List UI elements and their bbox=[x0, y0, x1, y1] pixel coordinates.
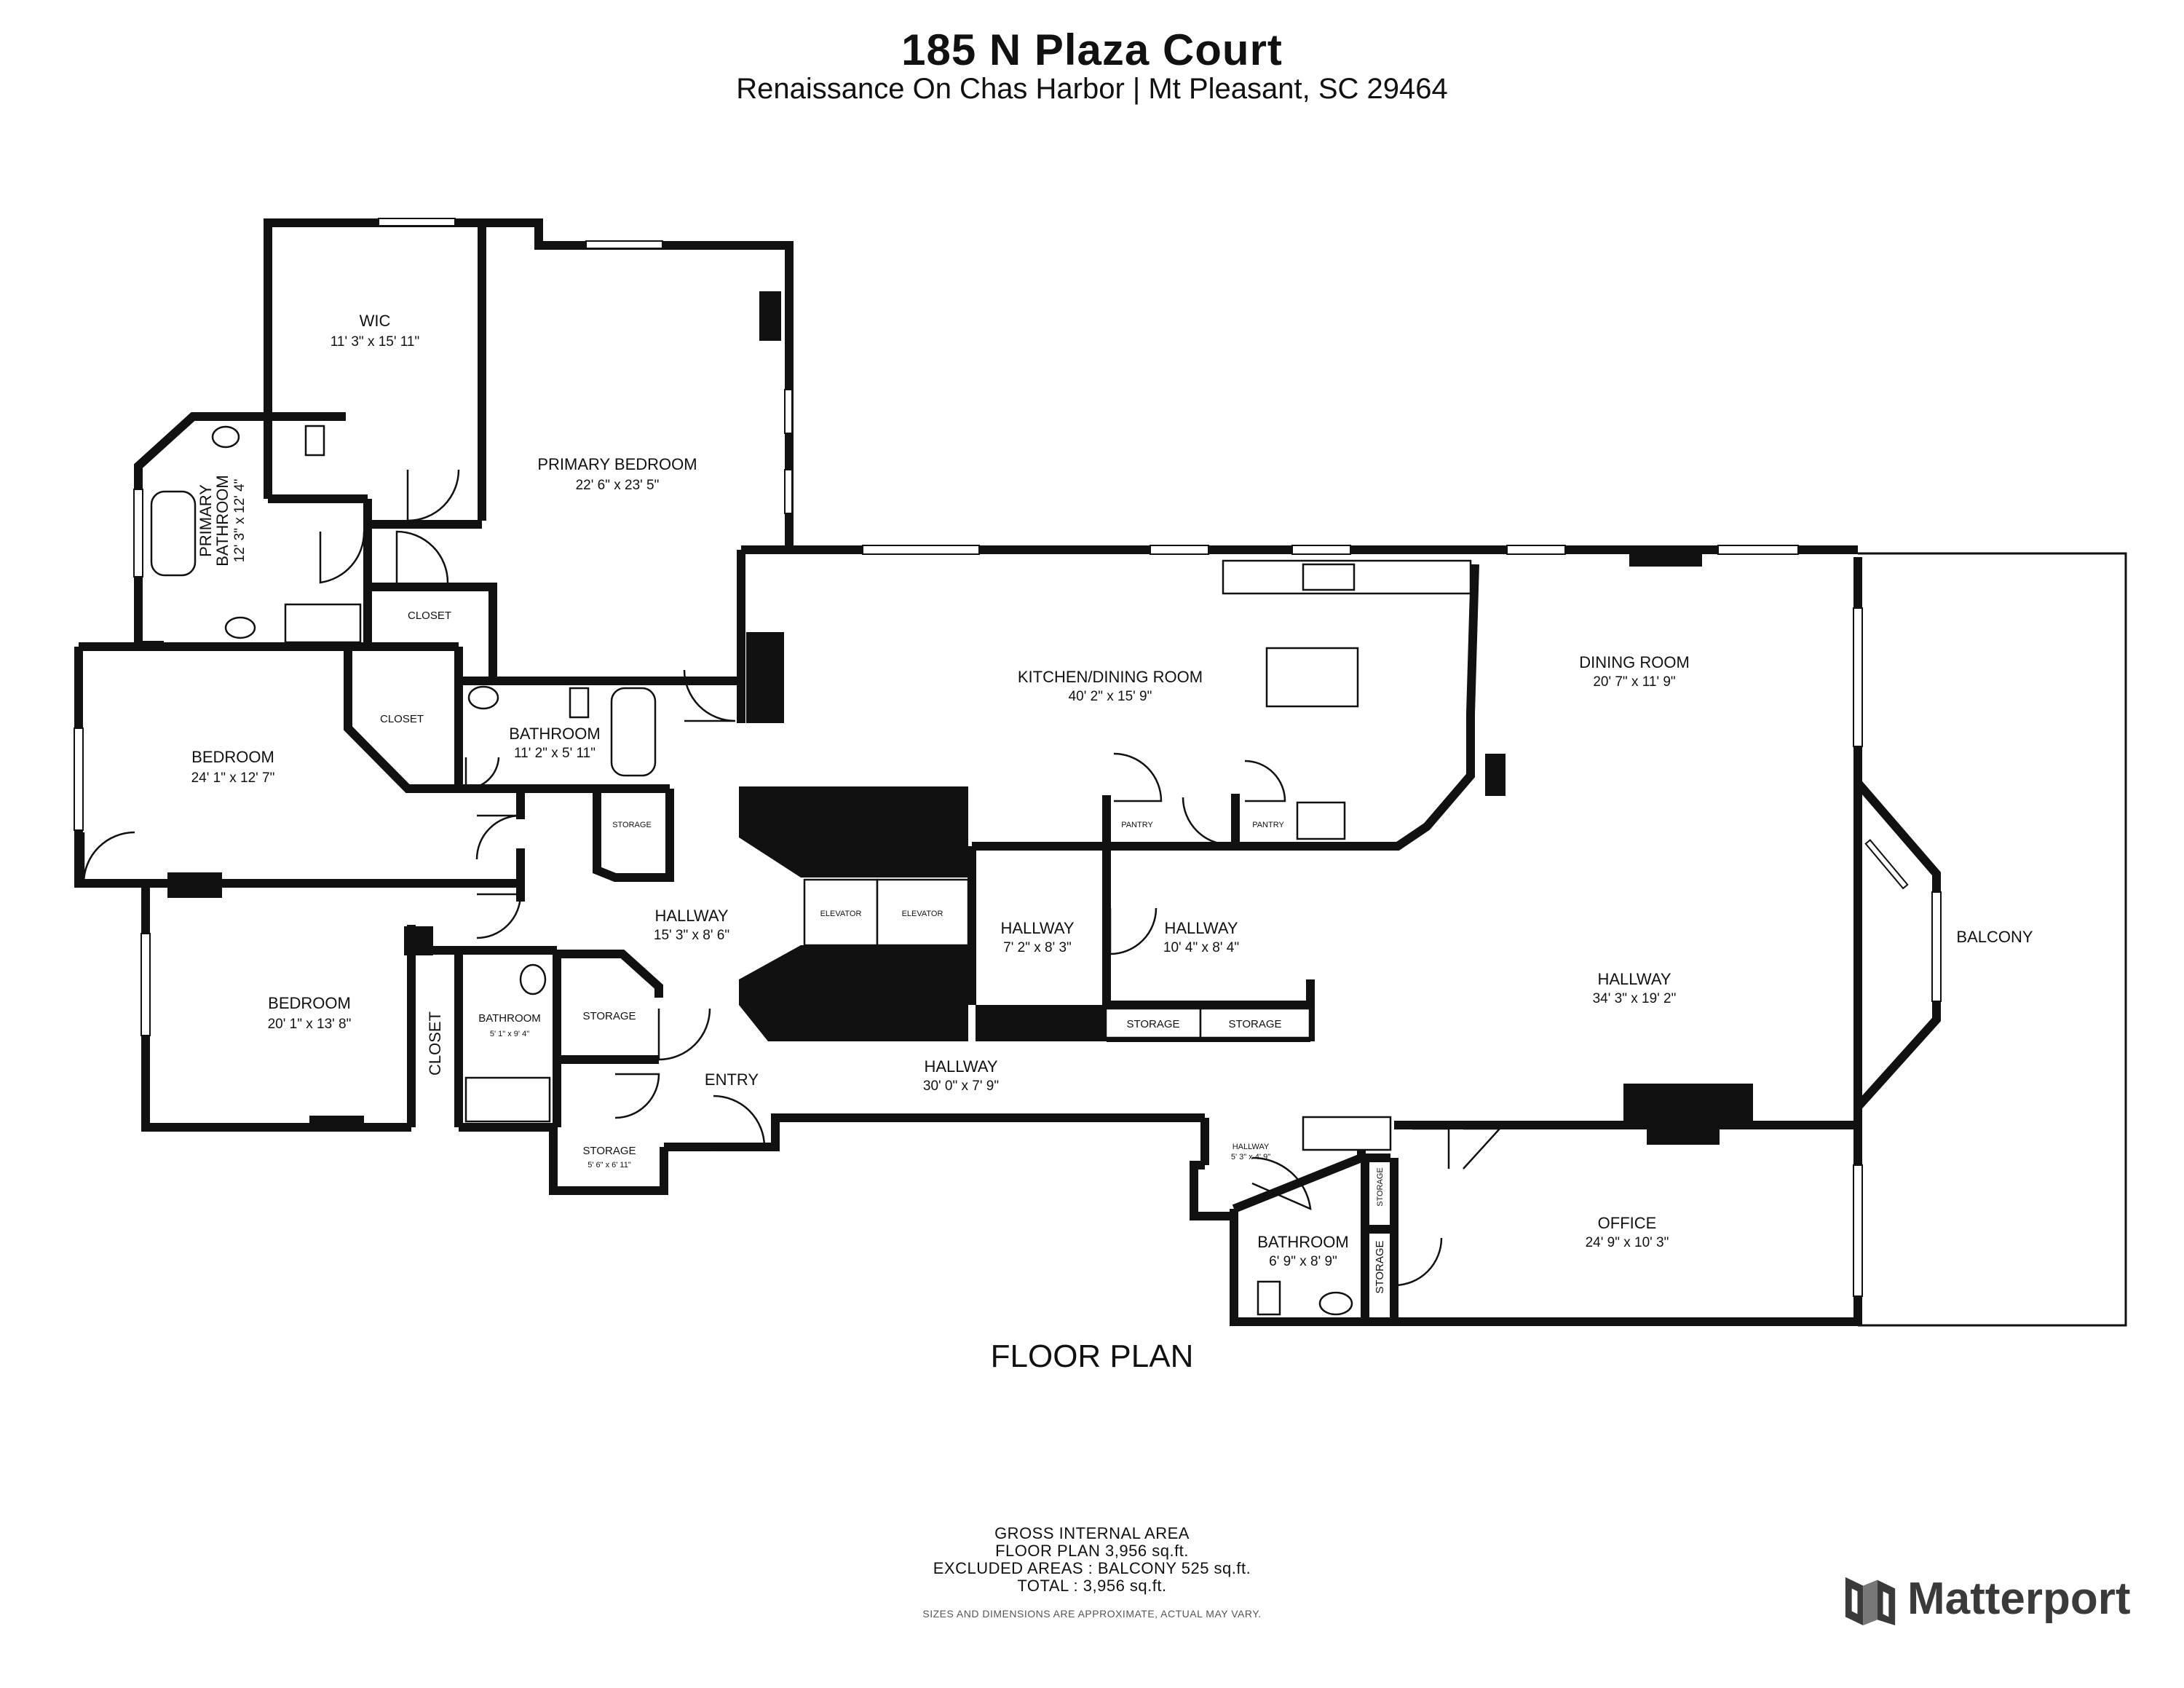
room-storage-5-name: STORAGE bbox=[1228, 1018, 1281, 1030]
room-hallway-6-name: HALLWAY bbox=[1233, 1143, 1270, 1151]
room-bathroom-1-name: BATHROOM bbox=[509, 725, 600, 743]
room-bedroom-2-dim: 20' 1" x 13' 8" bbox=[268, 1017, 352, 1032]
room-pantry-1-name: PANTRY bbox=[1121, 821, 1153, 829]
matterport-logo-icon bbox=[1845, 1577, 1896, 1626]
room-storage-3-dim: 5' 6" x 6' 11" bbox=[587, 1161, 631, 1170]
room-primary-bedroom-name: PRIMARY BEDROOM bbox=[537, 455, 697, 473]
room-bathroom-3-name: BATHROOM bbox=[1257, 1233, 1348, 1251]
room-storage-4-name: STORAGE bbox=[1126, 1018, 1179, 1030]
room-labels: WIC 11' 3" x 15' 11" PRIMARY BEDROOM 22'… bbox=[191, 312, 2033, 1294]
room-kitchen-dining-name: KITCHEN/DINING ROOM bbox=[1018, 668, 1203, 686]
room-office-dim: 24' 9" x 10' 3" bbox=[1586, 1235, 1669, 1250]
room-dining-room-dim: 20' 7" x 11' 9" bbox=[1593, 674, 1675, 690]
elevator-boxes bbox=[803, 878, 1311, 1039]
walls bbox=[74, 218, 1941, 1326]
doors bbox=[82, 469, 1502, 1287]
room-hallway-1-dim: 15' 3" x 8' 6" bbox=[654, 928, 729, 943]
floor-plan-label: FLOOR PLAN bbox=[990, 1338, 1194, 1374]
room-closet-1-name: CLOSET bbox=[408, 610, 451, 622]
matterport-logo: Matterport bbox=[1842, 1569, 2131, 1628]
room-hallway-1-name: HALLWAY bbox=[654, 907, 728, 925]
room-storage-6-name: STORAGE bbox=[1376, 1167, 1385, 1207]
area-line-3: EXCLUDED AREAS : BALCONY 525 sq.ft. bbox=[933, 1559, 1251, 1577]
room-pantry-2-name: PANTRY bbox=[1252, 821, 1284, 829]
room-dining-room-name: DINING ROOM bbox=[1579, 653, 1690, 671]
room-hallway-5-name: HALLWAY bbox=[924, 1057, 997, 1076]
room-primary-bathroom-name-line2: BATHROOM bbox=[213, 475, 232, 566]
room-hallway-4-name: HALLWAY bbox=[1597, 970, 1671, 988]
room-hallway-4-dim: 34' 3" x 19' 2" bbox=[1593, 991, 1677, 1006]
balcony-outline bbox=[1858, 552, 2127, 1327]
room-storage-1-name: STORAGE bbox=[612, 821, 652, 829]
room-bathroom-1-dim: 11' 2" x 5' 11" bbox=[514, 746, 596, 761]
room-hallway-3-name: HALLWAY bbox=[1164, 919, 1238, 937]
structural-solids bbox=[135, 291, 1753, 1145]
property-subtitle: Renaissance On Chas Harbor | Mt Pleasant… bbox=[736, 73, 1448, 105]
disclaimer: SIZES AND DIMENSIONS ARE APPROXIMATE, AC… bbox=[922, 1608, 1262, 1620]
room-closet-3-name: CLOSET bbox=[426, 1011, 444, 1076]
property-title: 185 N Plaza Court bbox=[901, 25, 1283, 74]
area-summary: GROSS INTERNAL AREA FLOOR PLAN 3,956 sq.… bbox=[0, 1525, 2184, 1595]
room-hallway-2-name: HALLWAY bbox=[1000, 919, 1074, 937]
fixtures bbox=[150, 425, 1472, 1316]
room-hallway-2-dim: 7' 2" x 8' 3" bbox=[1003, 940, 1072, 955]
room-elevator-1-name: ELEVATOR bbox=[820, 910, 862, 918]
room-balcony-name: BALCONY bbox=[1956, 928, 2033, 946]
room-storage-3-name: STORAGE bbox=[582, 1145, 636, 1157]
room-hallway-6-dim: 5' 3" x 4' 9" bbox=[1231, 1153, 1270, 1162]
area-line-2: FLOOR PLAN 3,956 sq.ft. bbox=[995, 1542, 1189, 1560]
room-bedroom-1-name: BEDROOM bbox=[191, 748, 274, 766]
room-wic-name: WIC bbox=[360, 312, 391, 330]
room-elevator-2-name: ELEVATOR bbox=[902, 910, 943, 918]
room-primary-bathroom-name-line1: PRIMARY bbox=[197, 484, 215, 557]
room-hallway-3-dim: 10' 4" x 8' 4" bbox=[1163, 940, 1239, 955]
room-bathroom-2-dim: 5' 1" x 9' 4" bbox=[490, 1030, 529, 1038]
area-line-1: GROSS INTERNAL AREA bbox=[994, 1524, 1190, 1542]
room-wic-dim: 11' 3" x 15' 11" bbox=[331, 334, 420, 350]
room-entry-name: ENTRY bbox=[705, 1070, 759, 1089]
room-closet-2-name: CLOSET bbox=[380, 713, 424, 725]
room-bathroom-2-name: BATHROOM bbox=[478, 1012, 541, 1025]
room-bathroom-3-dim: 6' 9" x 8' 9" bbox=[1269, 1254, 1337, 1269]
windows bbox=[74, 218, 1942, 1297]
room-storage-7-name: STORAGE bbox=[1374, 1240, 1386, 1293]
room-office-name: OFFICE bbox=[1598, 1214, 1657, 1232]
area-line-4: TOTAL : 3,956 sq.ft. bbox=[1017, 1577, 1167, 1595]
room-storage-2-name: STORAGE bbox=[582, 1010, 636, 1022]
room-bedroom-2-name: BEDROOM bbox=[268, 994, 351, 1012]
room-bedroom-1-dim: 24' 1" x 12' 7" bbox=[191, 770, 275, 786]
matterport-logo-text: Matterport bbox=[1907, 1573, 2131, 1624]
room-primary-bedroom-dim: 22' 6" x 23' 5" bbox=[576, 478, 660, 493]
room-hallway-5-dim: 30' 0" x 7' 9" bbox=[923, 1078, 999, 1094]
room-kitchen-dining-dim: 40' 2" x 15' 9" bbox=[1069, 689, 1152, 704]
room-primary-bathroom-dim: 12' 3" x 12' 4" bbox=[232, 479, 248, 563]
